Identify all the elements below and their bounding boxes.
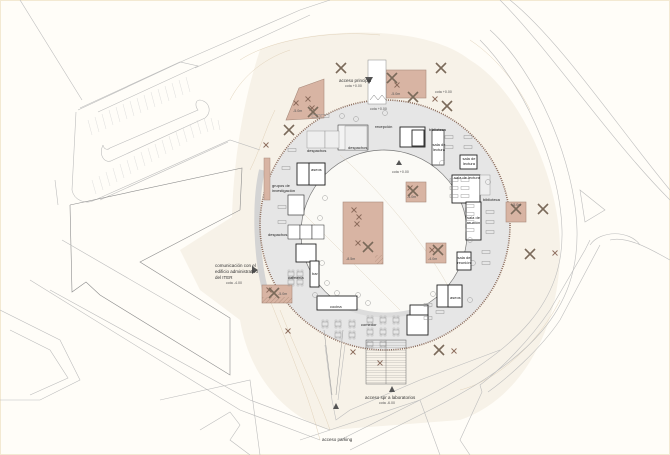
room-biblioteca-right: biblioteca <box>483 197 500 202</box>
parking-access-label: acceso parking <box>322 437 353 442</box>
lab-access-level: cota -6.00 <box>379 401 395 405</box>
entrance-door-level: cota +0.00 <box>370 107 387 111</box>
room-aseos-right: aseos <box>450 295 461 300</box>
room-cafeteria: cafetería <box>288 275 304 280</box>
admin-link-line3: del ITER <box>215 275 233 280</box>
admin-link-level: cota -4.00 <box>226 281 242 285</box>
room-sala-reunion-2: sala de reunión <box>457 255 471 265</box>
room-aseos-left: aseos <box>311 167 322 172</box>
top-right-level: cota +0.00 <box>435 90 452 94</box>
room-sala-lectura-1: sala de lectura <box>432 142 446 152</box>
planter-top-center-depth: -5.0m <box>391 92 401 96</box>
room-cocina: cocina <box>330 304 342 309</box>
planter-courtyard-big-depth: -8.5m <box>346 257 356 261</box>
lab-access-label: acceso spr a laboratorios <box>365 395 416 400</box>
room-sala-lectura-3: sala de lectura <box>453 175 480 180</box>
main-access-label: acceso principal <box>339 78 372 83</box>
planter-east-depth: -5.0m <box>512 203 522 207</box>
courtyard-level: cota +0.00 <box>392 170 409 174</box>
room-sala-lectura-2: sala de lectura <box>462 156 476 166</box>
room-biblioteca-top: biblioteca <box>429 127 446 132</box>
room-recepcion: recepción <box>375 124 393 129</box>
planter-west-depth: -5.0m <box>278 292 288 296</box>
admin-link-line1: comunicación con el <box>215 263 256 268</box>
room-grupos-investigacion: grupos de investigación <box>272 183 296 193</box>
admin-link-line2: edificio administrativo <box>215 269 259 274</box>
room-sala-reunion: sala de reunión <box>466 215 481 225</box>
room-despachos-left: despachos <box>268 232 288 237</box>
access-marker-top <box>365 77 373 84</box>
main-access-level: cota +0.00 <box>345 84 362 88</box>
room-bar: bar <box>312 271 318 276</box>
room-despachos-top-left: despachos <box>307 148 327 153</box>
planter-top-left-depth: -5.0m <box>293 109 303 113</box>
room-comedor: comedor <box>361 322 377 327</box>
planter-courtyard-right-depth: -4.0m <box>428 257 438 261</box>
planter-courtyard-small-depth: -4.0m <box>407 195 417 199</box>
room-despachos-top: despachos <box>348 145 368 150</box>
